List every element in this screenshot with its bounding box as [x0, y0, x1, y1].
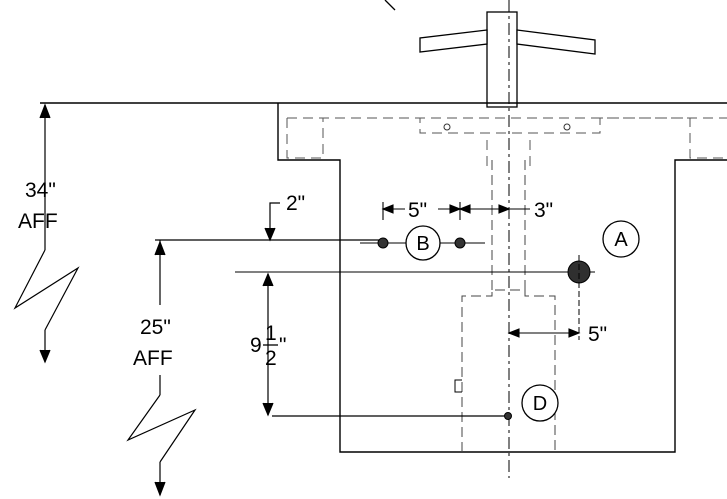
sink-rim-dashed: [286, 117, 727, 170]
dimension-9-half: [262, 272, 505, 417]
sink-basin-outline: [277, 103, 727, 453]
dim-9-whole: 9: [250, 334, 262, 357]
dim-5-right-value: 5": [588, 323, 607, 346]
drain-assembly-dashed: [461, 160, 556, 452]
drain-point-d: [504, 412, 512, 420]
dimension-2in: [264, 202, 280, 242]
callout-d-label: D: [533, 393, 547, 415]
dim-34-value: 34": [25, 179, 56, 202]
dim-3-value: 3": [534, 199, 553, 222]
dim-5-left-value: 5": [408, 199, 427, 222]
dim-2-value: 2": [286, 192, 305, 215]
dim-9-frac-den: 2: [265, 347, 277, 370]
dimension-5in-spacing: [381, 202, 530, 220]
dim-34-unit: AFF: [18, 210, 58, 233]
dimension-34-aff: [13, 103, 80, 364]
dim-25-value: 25": [140, 316, 171, 339]
dimension-25-aff: [126, 239, 380, 497]
supply-holes-b: [360, 237, 485, 249]
rim-bolt-right: [563, 123, 571, 131]
callout-b-label: B: [416, 233, 429, 255]
dimension-5in-right: [507, 328, 581, 338]
faucet-handle: [384, 0, 596, 108]
supply-hole-b-right: [454, 237, 466, 249]
dim-9-frac-num: 1: [265, 322, 277, 345]
supply-hole-b-left: [377, 237, 389, 249]
callout-b-circle: [405, 225, 441, 261]
callout-a-circle: [602, 220, 640, 258]
drain-slot: [454, 379, 462, 393]
callout-d-circle: [521, 384, 559, 422]
dim-9-unit: ": [279, 334, 286, 357]
callout-a-label: A: [614, 229, 628, 251]
dim-25-unit: AFF: [133, 347, 173, 370]
rim-bolt-left: [443, 123, 451, 131]
